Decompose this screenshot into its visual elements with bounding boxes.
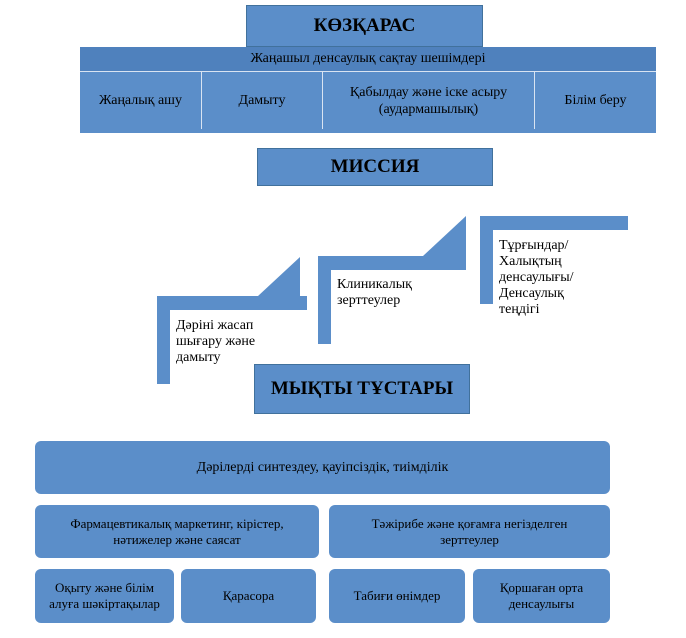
vision-title: КӨЗҚАРАС — [246, 5, 483, 47]
vision-item-education: Білім беру — [564, 93, 627, 108]
stair-2-triangle — [423, 216, 466, 256]
strength-natural-products: Табиғи өнімдер — [329, 569, 465, 623]
vision-subtitle: Жаңашыл денсаулық сақтау шешімдері — [80, 47, 656, 72]
vision-band: Жаңашыл денсаулық сақтау шешімдері Жаңал… — [80, 47, 656, 133]
stair-1-top — [157, 296, 307, 310]
mission-title: МИССИЯ — [257, 148, 493, 186]
strength-environmental-health: Қоршаған орта денсаулығы — [473, 569, 610, 623]
stair-3-vertical — [480, 216, 493, 304]
stair-3-top — [480, 216, 628, 230]
strength-training-scholarships: Оқыту және білім алуға шәкіртақылар — [35, 569, 174, 623]
stair-2-vertical — [318, 256, 331, 344]
vision-item-discovery: Жаңалық ашу — [99, 93, 182, 108]
band-divider — [322, 72, 323, 129]
strength-plantain: Қарасора — [181, 569, 316, 623]
stair-1-triangle — [258, 257, 300, 296]
vision-item-adoption: Қабылдау және іске асыру(аудармашылық) — [323, 72, 534, 129]
stair-2-top — [318, 256, 466, 270]
stair-1-vertical — [157, 296, 170, 384]
strength-practice-research: Тәжірибе және қоғамға негізделген зертте… — [329, 505, 610, 558]
strength-pharma-marketing: Фармацевтикалық маркетинг, кірістер, нәт… — [35, 505, 319, 558]
band-divider — [201, 72, 202, 129]
strength-drug-synthesis: Дәрілерді синтездеу, қауіпсіздік, тиімді… — [35, 441, 610, 494]
vision-item-adoption-text: Қабылдау және іске асыру(аудармашылық) — [349, 84, 508, 117]
band-divider — [534, 72, 535, 129]
strengths-title: МЫҚТЫ ТҰСТАРЫ — [254, 364, 470, 414]
vision-item-development: Дамыту — [238, 93, 286, 108]
